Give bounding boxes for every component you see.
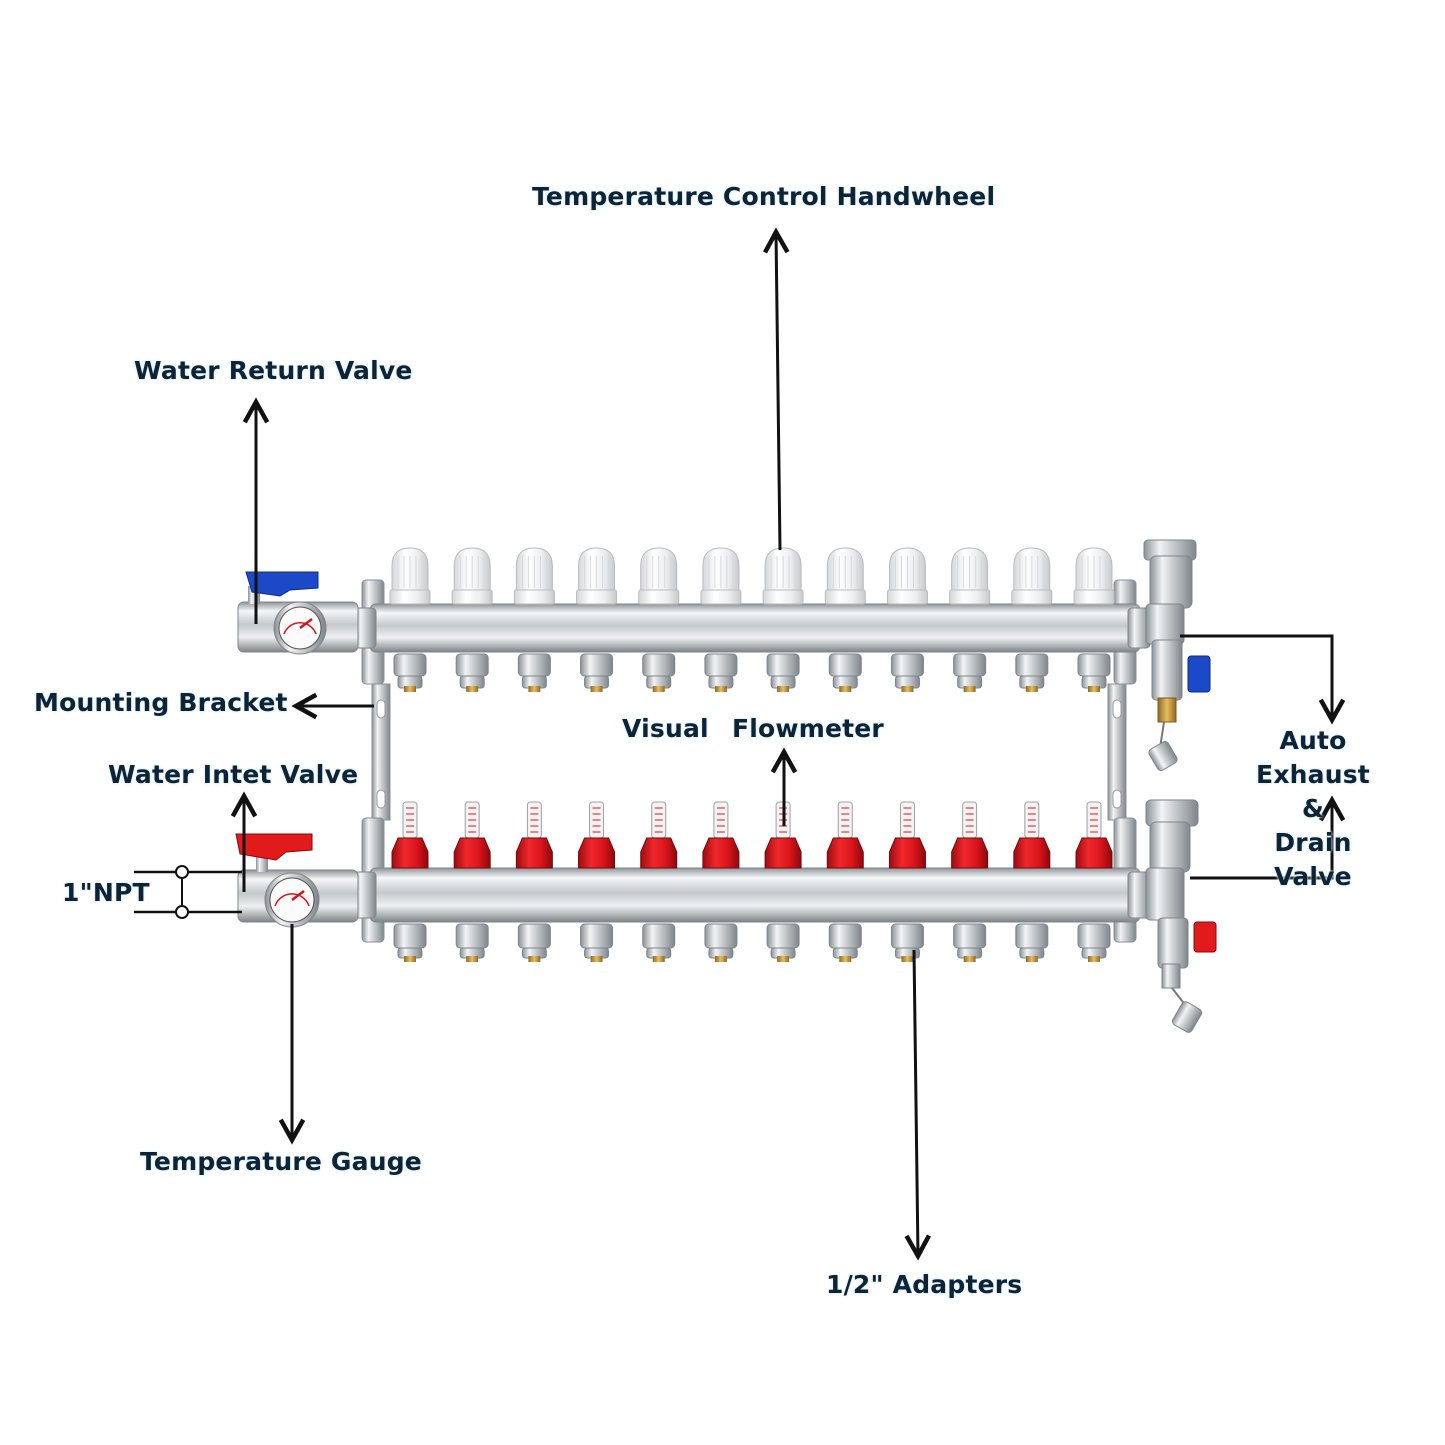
handwheel-icon [513,547,555,605]
adapter-icon [517,653,551,692]
label-temperature-control-handwheel: Temperature Control Handwheel [532,182,996,211]
water-inlet-valve-icon [235,833,359,928]
adapter-icon [953,923,987,962]
adapter-icon [704,653,738,692]
flowmeter-icon [640,801,678,869]
adapter-icon [890,923,924,962]
adapter-icon [1015,923,1049,962]
air-vent-icon [1143,539,1211,771]
adapter-icon [455,923,489,962]
adapter-icon [828,923,862,962]
adapter-icon [393,923,427,962]
adapter-icon [455,653,489,692]
handwheel-icon [949,547,991,605]
drain-valve-icon [1145,799,1217,1033]
adapter-icon [704,923,738,962]
adapter-icon [517,923,551,962]
flowmeter-icon [888,801,926,869]
supply-manifold-bar [353,867,1151,923]
water-return-valve-icon [237,571,359,655]
handwheel-row [389,547,1115,605]
label-auto-exhaust-drain-valve: Auto Exhaust & Drain Valve [1256,726,1370,891]
handwheel-icon [389,547,431,605]
flowmeter-icon [391,801,429,869]
adapter-icon [580,923,614,962]
label-water-inlet-valve: Water Intet Valve [108,760,359,789]
flowmeter-icon [702,801,740,869]
label-temperature-gauge: Temperature Gauge [140,1147,422,1176]
adapter-icon [393,653,427,692]
label-adapters: 1/2" Adapters [826,1270,1023,1299]
adapter-icon [766,653,800,692]
flowmeter-icon [515,801,553,869]
flowmeter-icon [826,801,864,869]
adapter-icon [953,653,987,692]
label-visual: Visual [622,714,709,743]
callout-arrows [244,232,1332,1256]
label-water-return-valve: Water Return Valve [134,356,413,385]
npt-dimension-icon [134,865,242,919]
handwheel-icon [700,547,742,605]
adapter-icon [642,923,676,962]
flowmeter-row [391,801,1113,869]
flowmeter-icon [1075,801,1113,869]
adapter-row-top [393,653,1111,692]
adapter-icon [580,653,614,692]
flowmeter-icon [453,801,491,869]
adapter-icon [1077,923,1111,962]
label-flowmeter: Flowmeter [732,714,884,743]
handwheel-icon [762,547,804,605]
label-mounting-bracket: Mounting Bracket [34,688,288,717]
handwheel-icon [1011,547,1053,605]
adapter-row-bottom [393,923,1111,962]
adapter-icon [766,923,800,962]
adapter-icon [1077,653,1111,692]
handwheel-icon [638,547,680,605]
handwheel-icon [886,547,928,605]
flowmeter-icon [951,801,989,869]
flowmeter-icon [578,801,616,869]
label-npt: 1"NPT [62,878,150,907]
adapter-icon [642,653,676,692]
adapter-icon [890,653,924,692]
adapter-icon [828,653,862,692]
flowmeter-icon [1013,801,1051,869]
handwheel-icon [1073,547,1115,605]
return-manifold-bar [353,603,1151,653]
handwheel-icon [451,547,493,605]
adapter-icon [1015,653,1049,692]
flowmeter-icon [764,801,802,869]
handwheel-icon [576,547,618,605]
handwheel-icon [824,547,866,605]
